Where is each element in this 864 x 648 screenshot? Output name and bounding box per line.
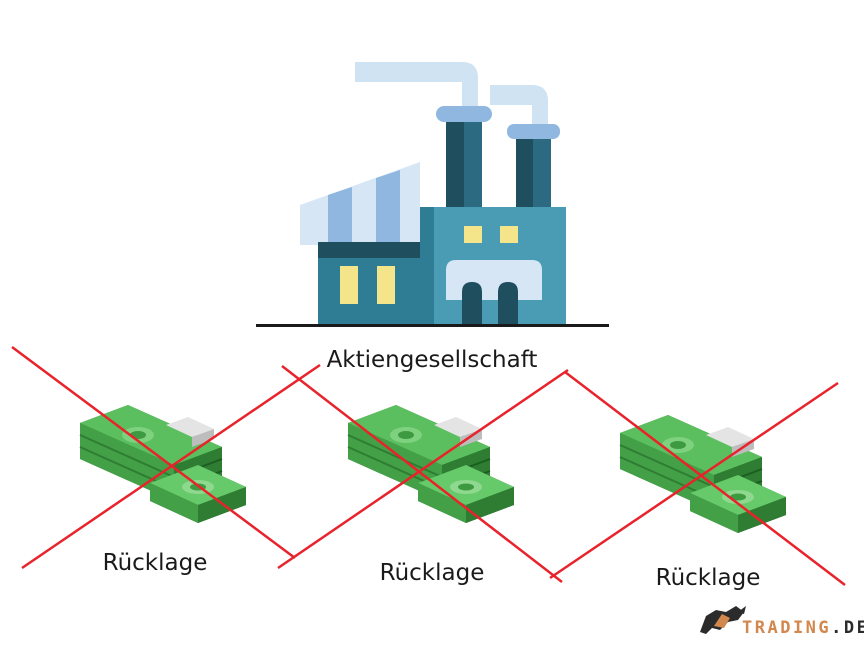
- trading-de-logo: TRADING.DE: [700, 606, 864, 638]
- cross-mark-3: [549, 371, 846, 586]
- cross-mark-2: [277, 365, 569, 583]
- logo-suffix: .DE: [831, 618, 864, 638]
- bull-icon: [700, 606, 746, 634]
- logo-prefix: TRADING: [742, 618, 831, 638]
- reserve-label-1: Rücklage: [103, 550, 208, 576]
- svg-text:TRADING.DE: TRADING.DE: [742, 618, 864, 638]
- factory-icon: [256, 62, 609, 327]
- company-label: Aktiengesellschaft: [327, 347, 538, 373]
- cross-mark-1: [11, 345, 321, 570]
- reserve-label-3: Rücklage: [656, 565, 761, 591]
- reserve-label-2: Rücklage: [380, 560, 485, 586]
- money-stack-icon-1: [79, 404, 247, 524]
